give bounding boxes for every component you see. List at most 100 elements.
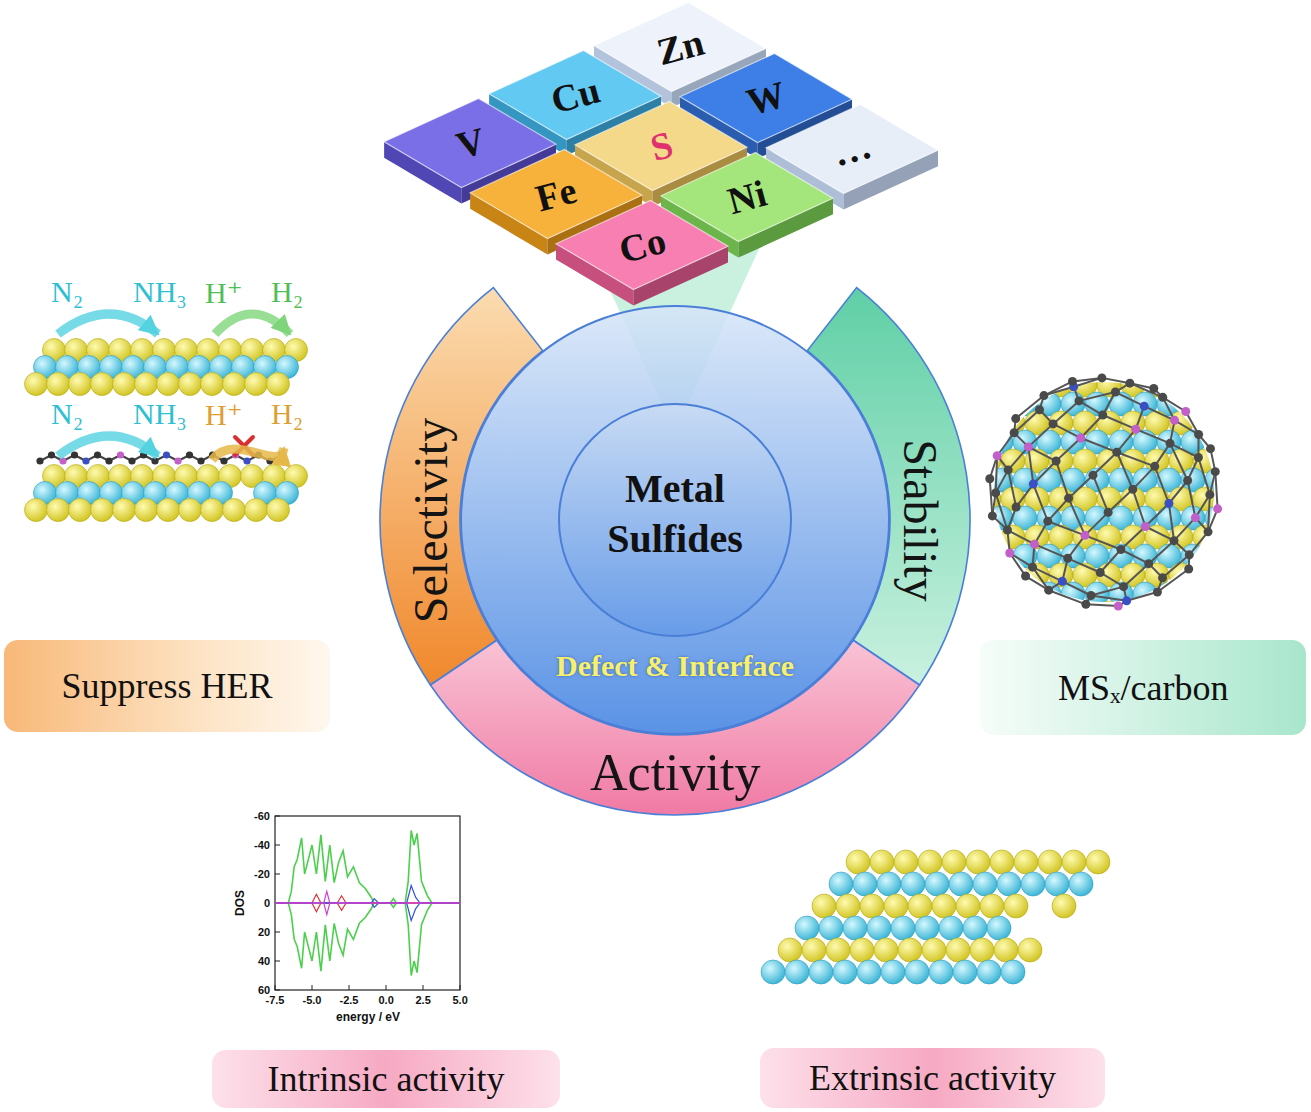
carbon-atom [197,457,204,464]
carbon-atom [1058,577,1067,586]
axis-tick [275,874,280,875]
carbon-bond [1100,550,1121,573]
atom [1217,449,1241,473]
carbon-bond [1079,392,1115,401]
atom [1018,938,1042,962]
caption-text: MSₓ/carbon [1058,667,1228,709]
carbon-atom [1164,499,1173,508]
atom [113,499,136,522]
atom [1217,601,1241,625]
atom [963,916,987,940]
carbon-atom [1112,448,1121,457]
axis-tick [275,932,280,933]
atom [956,894,980,918]
carbon-atom [1081,600,1090,609]
carbon-atom [1005,549,1014,558]
segment-title: Stability [892,439,947,602]
carbon-atom [1024,442,1033,451]
carbon-atom [1116,545,1125,554]
carbon-bond [1124,564,1149,587]
atom [977,563,1001,587]
carbon-atom [1181,407,1190,416]
carbon-bond [1008,470,1016,507]
atom [877,872,901,896]
carbon-bond [1053,424,1081,438]
element-tile: Co [552,197,732,311]
carbon-atom [1029,480,1038,489]
carbon-atom [71,451,78,458]
atom [778,938,802,962]
atom [1205,430,1229,454]
atom [973,872,997,896]
carbon-atom [1140,402,1149,411]
dos-curve [275,903,460,915]
carbon-bond [1034,544,1067,558]
carbon-atom [1035,405,1044,414]
atom [1205,544,1229,568]
species-label: H⁺ [205,397,243,432]
atom [819,916,843,940]
carbon-bond [1169,504,1174,541]
carbon-atom [1150,462,1159,471]
atom [901,872,925,896]
species-label: N₂ [51,397,83,431]
axis-label: 5.0 [453,994,468,1006]
axis-tick [275,816,280,817]
atom [267,499,290,522]
atom [1217,525,1241,549]
carbon-bond [1149,541,1174,564]
carbon-atom [988,511,997,520]
atom [1001,601,1025,625]
axis-tick [423,985,424,990]
carbon-atom [1010,428,1019,437]
atom [1145,601,1169,625]
fullerene-core [977,373,1253,625]
atom [1169,373,1193,397]
carbon-bond [1081,438,1117,452]
atom [1229,544,1253,568]
atom [1229,392,1253,416]
dos-curve [275,831,460,904]
carbon-atom [1158,573,1167,582]
atom [25,499,48,522]
carbon-atom [1183,476,1192,485]
carbon-atom [174,457,181,464]
caption-box: Suppress HER [4,640,330,732]
atom [802,938,826,962]
atom [826,938,850,962]
axis-tick [312,985,313,990]
atom [1109,582,1133,606]
atom [113,373,136,396]
carbon-atom [1111,388,1120,397]
carbon-atom [1011,414,1020,423]
atom [1229,582,1253,606]
carbon-atom [1166,439,1175,448]
segment-fill [430,640,919,815]
atom [47,499,70,522]
axis-tick [275,990,280,991]
atom [91,373,114,396]
carbon-atom [1039,391,1048,400]
carbon-atom [1170,416,1179,425]
axis-tick [275,845,280,846]
atom [1217,563,1241,587]
carbon-atom [1114,602,1123,611]
atom [179,373,202,396]
atom [997,872,1021,896]
carbon-atom [1064,494,1073,503]
atom [1181,582,1205,606]
carbon-bond [1136,429,1170,443]
carbon-bond [1028,447,1033,484]
carbon-bond [1068,558,1100,572]
carbon-atom [1158,393,1167,402]
atom [898,938,922,962]
ring-caption: Defect & Interface [556,649,794,683]
atom [932,894,956,918]
carbon-bond [1033,567,1063,581]
carbon-atom [1080,531,1089,540]
atom [809,960,833,984]
atom [884,894,908,918]
axis-tick [386,985,387,990]
carbon-bond [1048,498,1069,521]
